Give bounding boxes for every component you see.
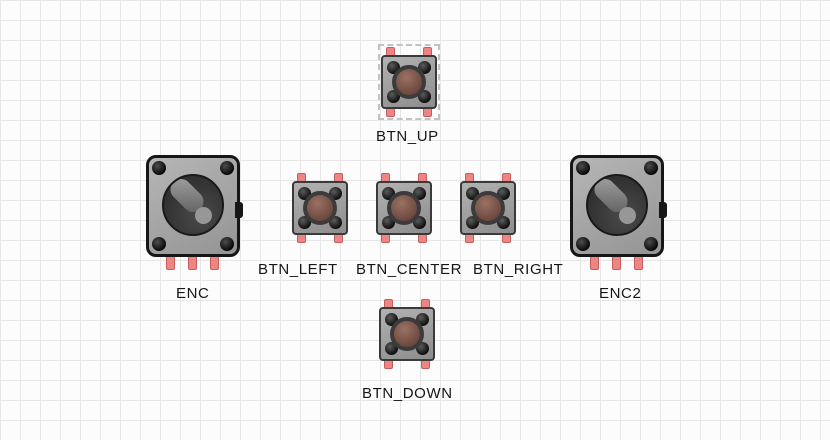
pushbutton-body — [292, 181, 348, 235]
knob-shaft — [195, 207, 212, 224]
component-label: BTN_LEFT — [258, 261, 338, 278]
encoder-knob[interactable] — [162, 174, 224, 236]
shaft-tab — [659, 202, 667, 218]
component-enc[interactable] — [146, 155, 243, 271]
component-btn-up[interactable] — [378, 44, 440, 120]
pushbutton-body — [379, 307, 435, 361]
component-label: BTN_DOWN — [362, 385, 453, 402]
pushbutton-body — [376, 181, 432, 235]
component-btn-left[interactable] — [292, 173, 348, 243]
screw-icon — [220, 237, 234, 251]
pushbutton-body — [460, 181, 516, 235]
screw-icon — [644, 161, 658, 175]
component-btn-down[interactable] — [379, 299, 435, 369]
button-cap[interactable] — [303, 191, 337, 225]
pushbutton-body — [381, 55, 437, 109]
component-label: ENC — [176, 285, 210, 302]
screw-icon — [576, 161, 590, 175]
screw-icon — [152, 161, 166, 175]
encoder-knob[interactable] — [586, 174, 648, 236]
component-label: ENC2 — [599, 285, 642, 302]
button-cap[interactable] — [387, 191, 421, 225]
encoder-body — [146, 155, 243, 257]
screw-icon — [644, 237, 658, 251]
screw-icon — [576, 237, 590, 251]
encoder-body — [570, 155, 667, 257]
component-btn-right[interactable] — [460, 173, 516, 243]
component-label: BTN_RIGHT — [473, 261, 564, 278]
screw-icon — [220, 161, 234, 175]
component-btn-center[interactable] — [376, 173, 432, 243]
button-cap[interactable] — [390, 317, 424, 351]
component-label: BTN_CENTER — [356, 261, 463, 278]
component-enc2[interactable] — [570, 155, 667, 271]
button-cap[interactable] — [471, 191, 505, 225]
screw-icon — [152, 237, 166, 251]
button-cap[interactable] — [392, 65, 426, 99]
shaft-tab — [235, 202, 243, 218]
knob-shaft — [619, 207, 636, 224]
component-label: BTN_UP — [376, 128, 439, 145]
